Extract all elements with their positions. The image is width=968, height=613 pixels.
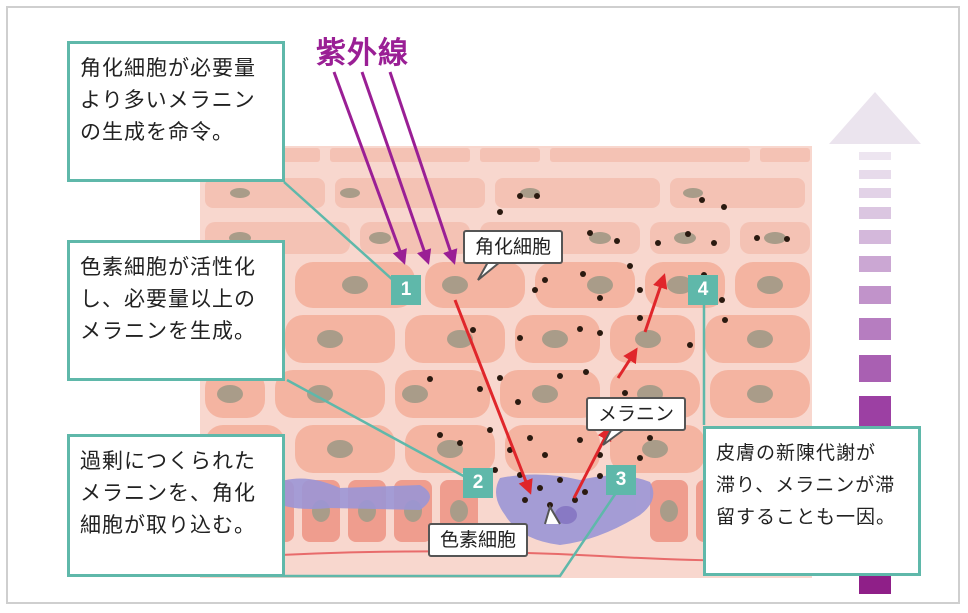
melanin-callout: メラニン [586, 397, 687, 431]
cell-row-7 [205, 425, 705, 473]
step-1-badge: 1 [391, 275, 421, 305]
connector-lines [240, 181, 706, 578]
uv-label: 紫外線 [316, 36, 409, 71]
step-3-box: 過剰につくられた メラニンを、角化 細胞が取り込む。 [67, 434, 285, 577]
uv-arrows [332, 71, 458, 265]
cell-row-5 [205, 315, 810, 363]
step-2-line-3: メラニンを生成。 [80, 319, 256, 343]
step-3-line-1: 過剰につくられた [80, 449, 256, 473]
step-2-line-2: し、必要量以上の [80, 287, 256, 311]
stratum-corneum [210, 148, 810, 162]
step-3-badge: 3 [606, 465, 636, 495]
step-1-line-1: 角化細胞が必要量 [80, 56, 256, 80]
keratinocyte-callout: 角化細胞 [463, 230, 564, 264]
step-1-box: 角化細胞が必要量 より多いメラニン の生成を命令。 [67, 41, 285, 182]
step-4-box: 皮膚の新陳代謝が 滞り、メラニンが滞 留することも一因。 [703, 426, 921, 576]
step-4-line-1: 皮膚の新陳代謝が [716, 442, 877, 464]
melanocyte-callout: 色素細胞 [428, 523, 529, 557]
step-1-line-3: の生成を命令。 [80, 120, 234, 144]
step-4-line-2: 滞り、メラニンが滞 [716, 474, 896, 496]
melanin-granules [427, 193, 790, 508]
step-3-line-2: メラニンを、角化 [80, 481, 256, 505]
step-1-line-2: より多いメラニン [80, 88, 256, 112]
step-2-box: 色素細胞が活性化 し、必要量以上の メラニンを生成。 [67, 240, 285, 381]
signal-arrows [453, 273, 668, 499]
step-2-line-1: 色素細胞が活性化 [80, 255, 256, 279]
step-4-badge: 4 [688, 275, 718, 305]
step-2-badge: 2 [463, 468, 493, 498]
step-4-line-3: 留することも一因。 [716, 506, 897, 528]
cell-row-6 [205, 370, 810, 418]
callout-pointers [477, 261, 627, 525]
step-3-line-3: 細胞が取り込む。 [80, 513, 256, 537]
